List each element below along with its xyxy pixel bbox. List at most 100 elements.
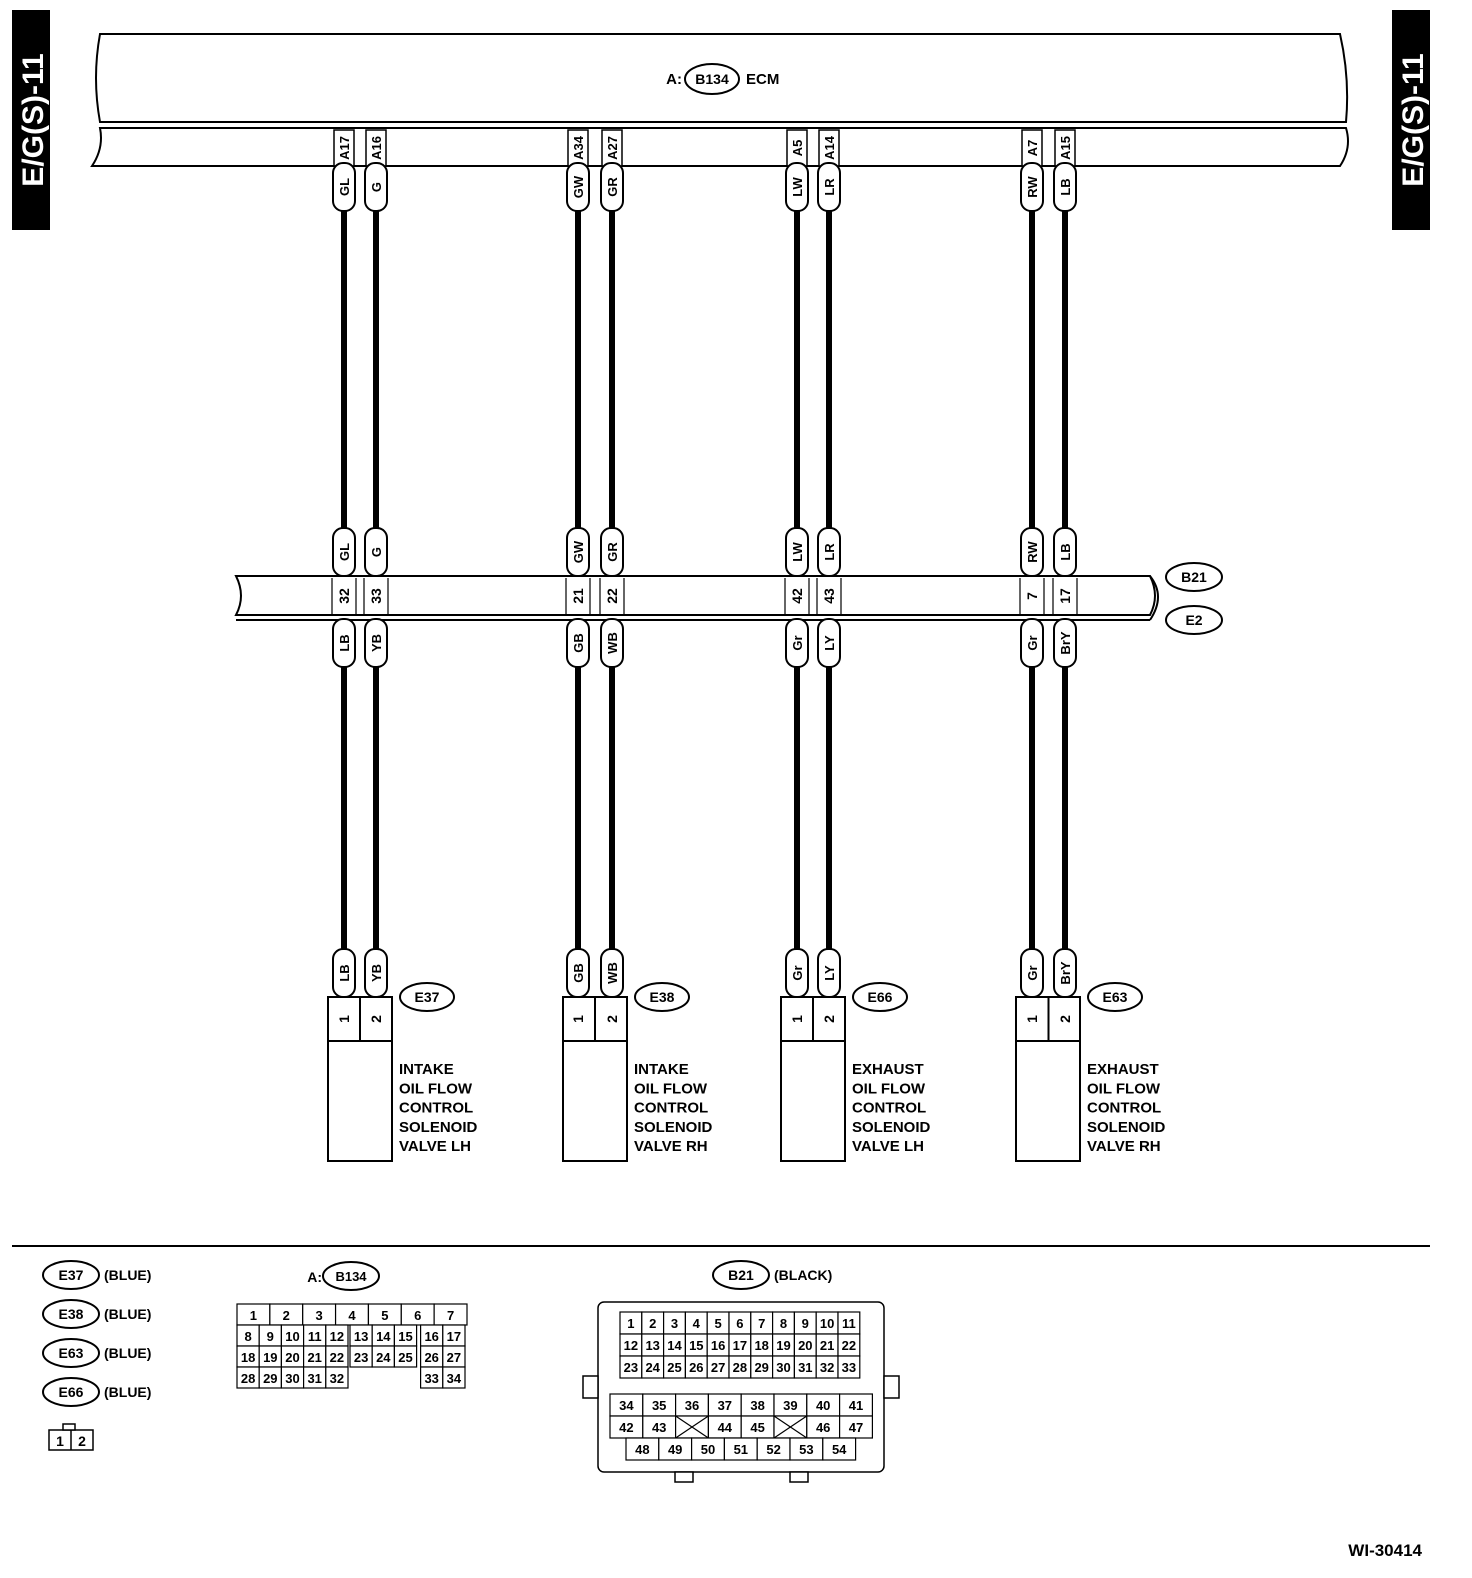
wire-color-top-pill bbox=[332, 162, 356, 212]
b21-pin-number: 12 bbox=[624, 1338, 638, 1353]
component-label-line: EXHAUST bbox=[852, 1061, 924, 1078]
legend-b21-id: B21 bbox=[728, 1267, 754, 1283]
ecm-label: ECM bbox=[746, 71, 779, 88]
wire-color-top-pill bbox=[785, 162, 809, 212]
b21-pin-number: 30 bbox=[776, 1360, 790, 1375]
wire-color-lower: GB bbox=[571, 633, 586, 653]
b134-pin-number: 25 bbox=[398, 1350, 412, 1365]
component-label-line: SOLENOID bbox=[634, 1119, 713, 1136]
b21-pin-number: 41 bbox=[849, 1398, 863, 1413]
wire-color-lower-pill bbox=[332, 618, 356, 668]
wire-color-upper: G bbox=[369, 547, 384, 557]
terminal-number: 1 bbox=[1024, 1015, 1040, 1023]
junction-pin-number: 43 bbox=[821, 588, 837, 604]
junction-pin-number: 32 bbox=[336, 588, 352, 604]
wire-color-lower-pill bbox=[1053, 618, 1077, 668]
component-body bbox=[780, 1040, 846, 1162]
wire-color-upper: RW bbox=[1025, 541, 1040, 563]
b21-pin-number: 49 bbox=[668, 1442, 682, 1457]
legend-connector-color: (BLUE) bbox=[104, 1267, 151, 1283]
b21-pin-number: 31 bbox=[798, 1360, 812, 1375]
b134-pin-number: 1 bbox=[250, 1308, 257, 1323]
wire-color-lower: YB bbox=[369, 634, 384, 652]
b21-pin-number: 6 bbox=[736, 1316, 743, 1331]
b21-pin-number: 29 bbox=[754, 1360, 768, 1375]
b21-pin-number: 17 bbox=[733, 1338, 747, 1353]
wire-color-lower: WB bbox=[605, 632, 620, 654]
b21-pin-number: 4 bbox=[693, 1316, 701, 1331]
wire-color-lower: Gr bbox=[1025, 635, 1040, 650]
b21-pin-number: 9 bbox=[802, 1316, 809, 1331]
ecm-box: A: B134 ECM bbox=[90, 33, 1349, 167]
b21-pin-number: 8 bbox=[780, 1316, 787, 1331]
legend-connector-oval bbox=[42, 1338, 100, 1368]
terminal-number: 2 bbox=[1057, 1015, 1073, 1023]
wire-color-bottom: GB bbox=[571, 963, 586, 983]
b134-pin-number: 7 bbox=[447, 1308, 454, 1323]
connector-id-oval bbox=[1087, 982, 1143, 1012]
wire-color-lower-pill bbox=[566, 618, 590, 668]
b21-pin-number: 2 bbox=[649, 1316, 656, 1331]
b21-blank-cross bbox=[675, 1415, 709, 1439]
legend-b134-prefix: A: bbox=[307, 1269, 322, 1285]
wire-color-top: LW bbox=[790, 177, 805, 197]
wire-color-top: LR bbox=[822, 178, 837, 196]
b21-pin-number: 45 bbox=[750, 1420, 764, 1435]
component-body bbox=[1015, 1040, 1081, 1162]
b21-pin-number: 46 bbox=[816, 1420, 830, 1435]
b21-pin-number: 23 bbox=[624, 1360, 638, 1375]
wire-color-bottom: LY bbox=[822, 965, 837, 981]
wire-color-bottom: LB bbox=[337, 964, 352, 981]
junction-pin-number: 42 bbox=[789, 588, 805, 604]
terminal-number: 2 bbox=[821, 1015, 837, 1023]
b21-pin-number: 16 bbox=[711, 1338, 725, 1353]
b21-pin-number: 7 bbox=[758, 1316, 765, 1331]
connector-id: E38 bbox=[650, 989, 675, 1005]
b134-pin-number: 2 bbox=[283, 1308, 290, 1323]
b21-pin-number: 28 bbox=[733, 1360, 747, 1375]
legend-connector-color: (BLUE) bbox=[104, 1345, 151, 1361]
b21-pin-cell bbox=[822, 1437, 857, 1461]
wire-color-upper-pill bbox=[1053, 527, 1077, 577]
b134-pin-number: 22 bbox=[330, 1350, 344, 1365]
component-body bbox=[327, 1040, 393, 1162]
wire-color-upper: LB bbox=[1058, 543, 1073, 560]
wire-color-top: LB bbox=[1058, 178, 1073, 195]
b134-pin-number: 9 bbox=[267, 1329, 274, 1344]
wire-color-top-pill bbox=[566, 162, 590, 212]
b134-pin-number: 21 bbox=[307, 1350, 321, 1365]
b134-pin-number: 4 bbox=[348, 1308, 356, 1323]
b21-pin-number: 15 bbox=[689, 1338, 703, 1353]
b21-pin-number: 44 bbox=[718, 1420, 733, 1435]
b134-pin-number: 5 bbox=[381, 1308, 388, 1323]
ecm-prefix: A: bbox=[666, 71, 682, 88]
legend-connector-id: E66 bbox=[59, 1384, 84, 1400]
wire-color-top-pill bbox=[1053, 162, 1077, 212]
wire-color-bottom: Gr bbox=[1025, 965, 1040, 980]
b21-pin-number: 51 bbox=[734, 1442, 748, 1457]
component-label-line: OIL FLOW bbox=[1087, 1080, 1161, 1097]
legend-connector-id: E38 bbox=[59, 1306, 84, 1322]
b21-pin-number: 18 bbox=[754, 1338, 768, 1353]
ecm-connector-id: B134 bbox=[695, 71, 729, 87]
b21-pin-number: 32 bbox=[820, 1360, 834, 1375]
wire-color-upper: GW bbox=[571, 540, 586, 563]
left-side-tab: E/G(S)-11 bbox=[12, 10, 50, 230]
b21-pin-number: 20 bbox=[798, 1338, 812, 1353]
ecm-pin-label: A15 bbox=[1058, 136, 1073, 160]
wire-color-top: G bbox=[369, 182, 384, 192]
b134-pin-number: 27 bbox=[447, 1350, 461, 1365]
wire-color-lower-pill bbox=[1020, 618, 1044, 668]
connector-id-oval bbox=[852, 982, 908, 1012]
b21-pin-number: 25 bbox=[667, 1360, 681, 1375]
left-side-tab-label: E/G(S)-11 bbox=[17, 53, 50, 186]
b21-pin-number: 52 bbox=[766, 1442, 780, 1457]
b134-pin-number: 17 bbox=[447, 1329, 461, 1344]
b21-pin-number: 13 bbox=[645, 1338, 659, 1353]
legend-two-pin-1: 1 bbox=[56, 1433, 64, 1449]
